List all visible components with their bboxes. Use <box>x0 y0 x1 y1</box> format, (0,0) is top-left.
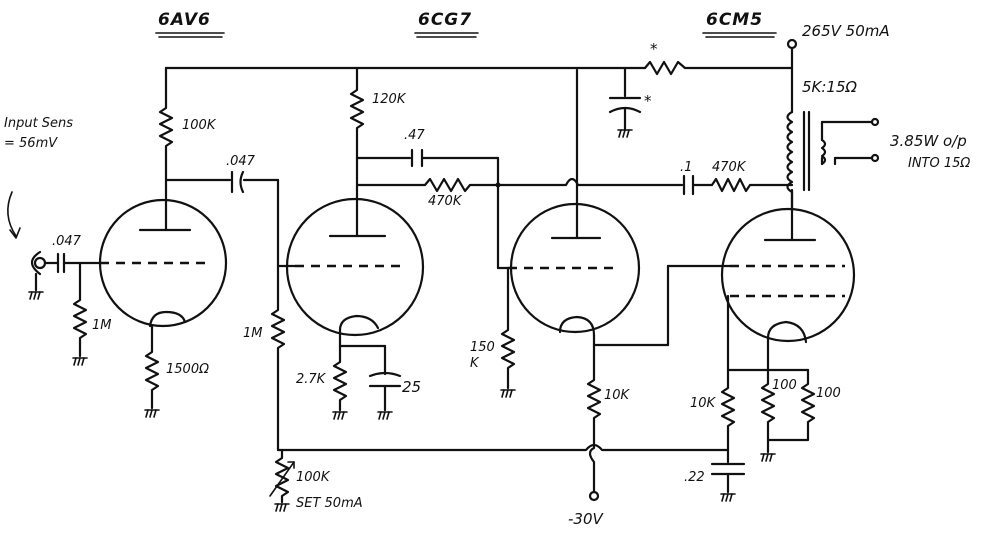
c-screen-label: .22 <box>684 470 705 485</box>
r-cath3 <box>586 343 602 494</box>
r-grid1-label: 1M <box>92 318 112 333</box>
tube-6cm5-envelope <box>720 207 856 343</box>
r-plate1 <box>158 66 174 182</box>
c-cath2 <box>368 344 402 420</box>
tube-6cg7-a-internals <box>295 188 400 332</box>
c-couple1-label: .047 <box>226 154 255 169</box>
tube-6cm5-label: 6CM5 <box>706 10 764 30</box>
r-plate2-label: 120K <box>372 92 406 107</box>
bias-pot-label: 100K <box>296 470 330 485</box>
input-sens-label: Input Sens <box>4 116 74 131</box>
tube-6cg7-label: 6CG7 <box>418 10 473 30</box>
bias-set-label: SET 50mA <box>296 496 363 511</box>
r-cath4a <box>760 368 776 454</box>
decoupling-capacitor <box>608 66 642 138</box>
output-power-label: 3.85W o/p <box>890 132 967 150</box>
r-cath4b-label: 100 <box>816 386 841 401</box>
c-feedback-label: .47 <box>404 128 425 143</box>
r-cath4b <box>766 368 816 442</box>
input-arrow <box>7 191 17 237</box>
r-feedback-label: 470K <box>428 194 462 209</box>
bias-terminal <box>588 490 600 502</box>
output-load-label: INTO 15Ω <box>908 156 971 171</box>
c-couple1 <box>230 170 280 268</box>
r-cath3-label: 10K <box>604 388 630 403</box>
r-cath4a-label: 100 <box>772 378 797 393</box>
r-grid2 <box>270 264 286 452</box>
bias-voltage-label: -30V <box>568 510 603 528</box>
input-sens-value: = 56mV <box>4 136 58 151</box>
tube-6av6-label: 6AV6 <box>158 10 211 30</box>
r-series <box>691 177 794 193</box>
c-feedback <box>410 148 500 187</box>
r-grid3 <box>500 266 516 390</box>
c-screen <box>710 462 746 502</box>
r-cath2 <box>332 344 348 412</box>
r-cath2-label: 2.7K <box>296 372 326 387</box>
input-jack <box>28 250 102 300</box>
bias-rail <box>276 443 730 452</box>
c-couple2-label: .1 <box>680 160 693 175</box>
r-feedback <box>355 177 500 193</box>
tube-6av6-internals <box>100 178 205 328</box>
transformer-label: 5K:15Ω <box>802 78 857 96</box>
decoupling-resistor <box>643 60 794 76</box>
tube-6cm5-internals <box>730 188 845 344</box>
c-couple2 <box>682 174 695 196</box>
title-underlines <box>155 32 777 38</box>
c-cath2-label: 25 <box>402 378 422 396</box>
b-plus-terminal <box>786 38 798 50</box>
r-screen-label: 10K <box>690 396 716 411</box>
r-screen <box>720 368 736 452</box>
r-grid3-label: 150K <box>470 340 495 371</box>
r-cath1-label: 1500Ω <box>166 362 210 377</box>
r-grid1 <box>72 261 88 358</box>
r-decoupling-label: * <box>650 40 658 58</box>
tube-6cg7-a-envelope <box>285 197 425 337</box>
r-grid2-label: 1M <box>243 326 263 341</box>
tube-6cg7-b-internals <box>508 68 620 337</box>
r-plate1-label: 100K <box>182 118 216 133</box>
input-cap-label: .047 <box>52 234 81 249</box>
b-plus-label: 265V 50mA <box>802 22 890 40</box>
output-transformer <box>786 110 880 194</box>
r-plate2 <box>349 66 365 192</box>
bias-pot <box>274 448 290 504</box>
r-cath1 <box>144 324 160 410</box>
c-decoupling-label: * <box>644 92 652 110</box>
r-series-label: 470K <box>712 160 746 175</box>
